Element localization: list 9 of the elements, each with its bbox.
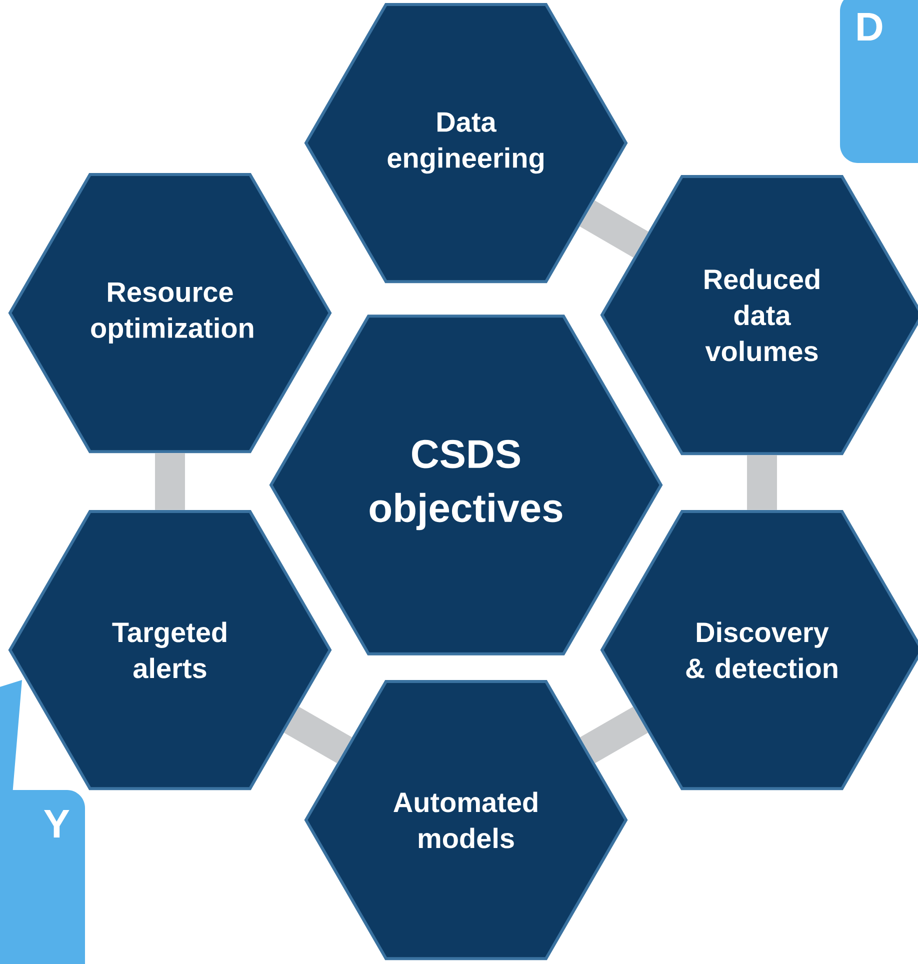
connector-band	[580, 706, 648, 764]
hexagon: Discovery & detection	[600, 510, 918, 790]
connector-band	[284, 706, 352, 764]
connector-band	[747, 455, 778, 510]
connector-band	[155, 453, 185, 510]
panel: D	[840, 0, 918, 163]
panel: Y	[0, 790, 85, 964]
hexagon: Reduced data volumes	[600, 174, 918, 456]
connector-band	[580, 200, 648, 258]
